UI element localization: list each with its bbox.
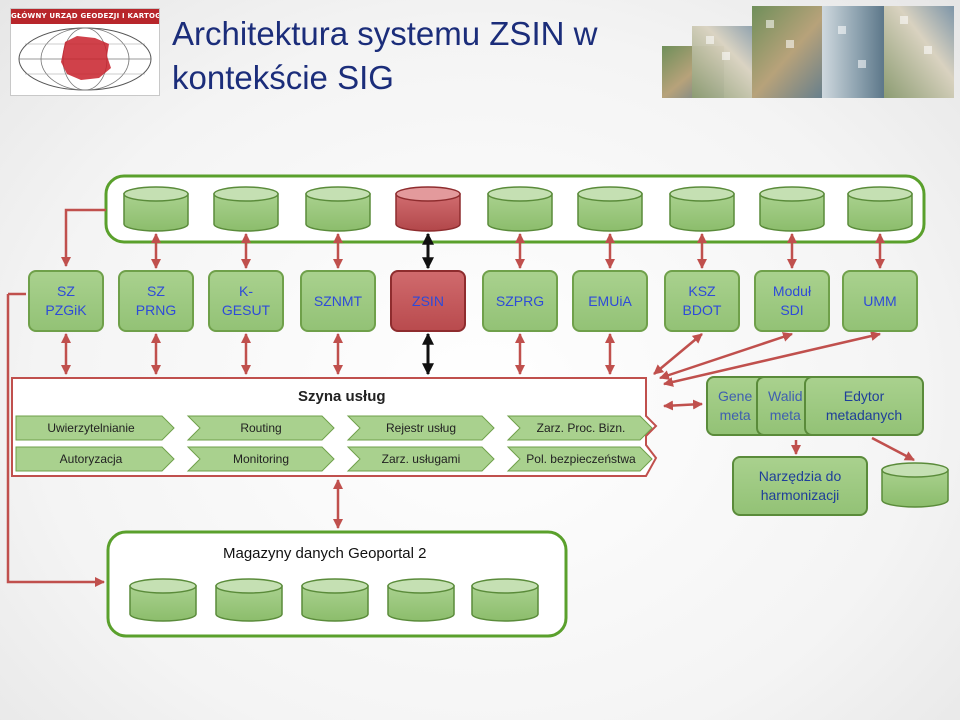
service-business-process[interactable]: Zarz. Proc. Bizn.: [536, 421, 626, 435]
metadata-editor[interactable]: Edytor metadanych: [804, 376, 924, 436]
module-bus-arrows: [61, 331, 881, 387]
module-zsin[interactable]: ZSIN: [390, 270, 466, 332]
module-sdi[interactable]: Moduł SDI: [754, 270, 830, 332]
module-label: Moduł SDI: [772, 283, 812, 318]
harmonization-tools[interactable]: Narzędzia do harmonizacji: [732, 456, 868, 516]
storage-cylinder-2: [215, 578, 283, 622]
service-bus-panel: [11, 377, 658, 477]
database-cylinder-8: [759, 186, 825, 232]
database-row: [123, 186, 913, 232]
storage-cylinder-3: [301, 578, 369, 622]
service-monitoring[interactable]: Monitoring: [232, 452, 290, 466]
satellite-imagery-strip: [662, 6, 954, 98]
module-label: SZ PZGiK: [45, 283, 87, 318]
module-label: ZSIN: [412, 292, 444, 309]
module-label: EMUiA: [588, 292, 632, 309]
module-emuia[interactable]: EMUiA: [572, 270, 648, 332]
module-label: SZPRG: [495, 292, 545, 309]
storage-cylinder-4: [387, 578, 455, 622]
service-security-policy[interactable]: Pol. bezpieczeństwa: [526, 452, 636, 466]
database-cylinder-1: [123, 186, 189, 232]
module-sznmt[interactable]: SZNMT: [300, 270, 376, 332]
globe-map-icon: [18, 27, 152, 91]
service-chevrons-row-1: [15, 415, 653, 441]
logo-banner-text: GŁÓWNY URZĄD GEODEZJI I KARTOGRAFII: [11, 9, 159, 24]
module-ksz-bdot[interactable]: KSZ BDOT: [664, 270, 740, 332]
module-label: UMM: [863, 292, 897, 309]
metadata-cylinder-arrow: [871, 436, 915, 462]
module-label: KSZ BDOT: [682, 283, 722, 318]
module-umm[interactable]: UMM: [842, 270, 918, 332]
data-store-title: Magazyny danych Geoportal 2: [223, 545, 427, 562]
service-routing[interactable]: Routing: [240, 421, 282, 435]
service-bus-title: Szyna usług: [298, 388, 386, 405]
service-management[interactable]: Zarz. usługami: [381, 452, 461, 466]
service-authentication[interactable]: Uwierzytelnianie: [47, 421, 135, 435]
storage-cylinder-5: [471, 578, 539, 622]
gugik-logo: GŁÓWNY URZĄD GEODEZJI I KARTOGRAFII: [10, 8, 160, 96]
service-chevrons-row-2: [15, 446, 653, 472]
module-sz-prng[interactable]: SZ PRNG: [118, 270, 194, 332]
module-label: SZNMT: [313, 292, 363, 309]
database-cylinder-2: [213, 186, 279, 232]
service-authorization[interactable]: Autoryzacja: [59, 452, 123, 466]
bus-metadata-arrow: [663, 399, 703, 411]
module-k-gesut[interactable]: K- GESUT: [208, 270, 284, 332]
left-link-storage: [6, 294, 105, 587]
database-cylinder-6: [577, 186, 643, 232]
page-title: Architektura systemu ZSIN w kontekście S…: [172, 12, 642, 100]
database-cylinder-7: [669, 186, 735, 232]
module-szprg[interactable]: SZPRG: [482, 270, 558, 332]
service-registry[interactable]: Rejestr usług: [385, 421, 457, 435]
left-link-top: [61, 208, 106, 267]
storage-cylinder-1: [129, 578, 197, 622]
database-cylinder-9: [847, 186, 913, 232]
module-label: SZ PRNG: [135, 283, 177, 318]
database-cylinder-zsin: [395, 186, 461, 232]
database-cylinder-5: [487, 186, 553, 232]
title-line-2: kontekście SIG: [172, 59, 394, 96]
module-label: K- GESUT: [221, 283, 271, 318]
module-sz-pzgik[interactable]: SZ PZGiK: [28, 270, 104, 332]
db-module-arrows: [151, 233, 885, 269]
storage-row: [129, 578, 539, 622]
title-line-1: Architektura systemu ZSIN w: [172, 15, 598, 52]
database-cylinder-3: [305, 186, 371, 232]
harmonization-cylinder: [881, 462, 949, 508]
